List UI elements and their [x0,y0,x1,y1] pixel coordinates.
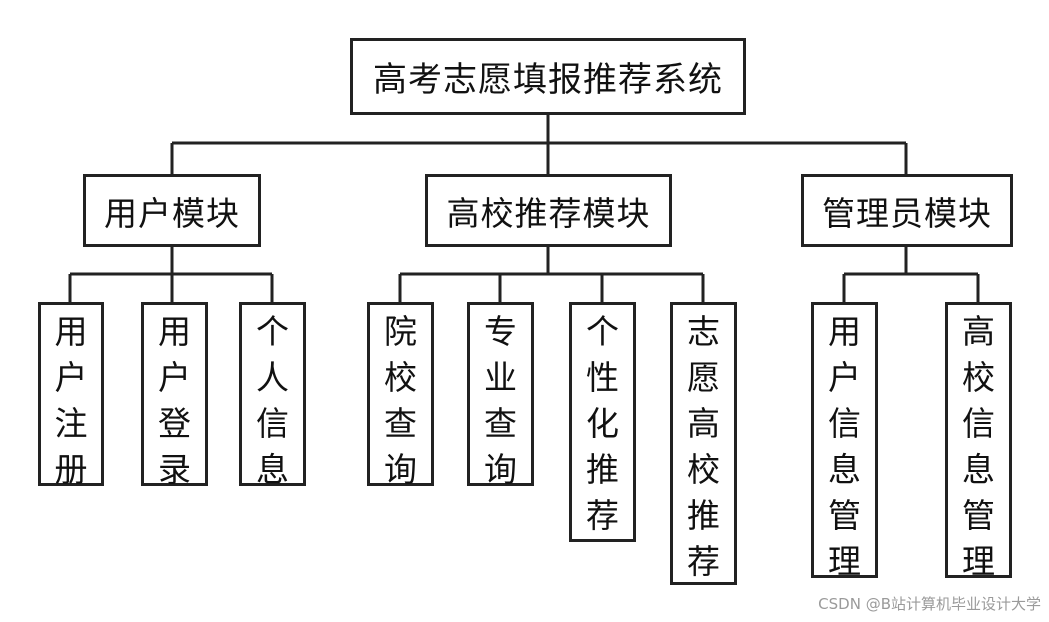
leaf-label: 个性化推荐 [586,312,619,535]
leaf-node-personal-info: 个人信息 [239,302,306,489]
module-label: 管理员模块 [822,193,992,233]
leaf-node-college-query: 院校查询 [367,302,434,489]
leaf-node-college-info-management: 高校信息管理 [945,302,1012,581]
module-node-recommend: 高校推荐模块 [425,174,672,247]
leaf-label: 用户登录 [158,312,191,489]
leaf-node-user-login: 用户登录 [141,302,208,489]
leaf-node-major-query: 专业查询 [467,302,534,489]
leaf-label: 院校查询 [384,312,417,489]
module-label: 用户模块 [104,193,240,233]
leaf-label: 个人信息 [256,312,289,489]
module-node-admin: 管理员模块 [801,174,1013,247]
root-label: 高考志愿填报推荐系统 [373,60,723,100]
module-node-user: 用户模块 [83,174,261,247]
leaf-node-volunteer-college-recommend: 志愿高校推荐 [670,302,737,585]
leaf-label: 专业查询 [484,312,517,489]
root-node: 高考志愿填报推荐系统 [350,38,746,115]
leaf-label: 志愿高校推荐 [687,312,720,581]
leaf-node-user-info-management: 用户信息管理 [811,302,878,581]
leaf-label: 用户注册 [54,312,88,489]
leaf-node-user-register: 用户注册 [38,302,104,489]
leaf-label: 用户信息管理 [828,312,861,581]
watermark-text: CSDN @B站计算机毕业设计大学 [818,595,1041,613]
leaf-node-personalized-recommend: 个性化推荐 [569,302,636,542]
module-label: 高校推荐模块 [446,193,651,233]
leaf-label: 高校信息管理 [962,312,995,581]
